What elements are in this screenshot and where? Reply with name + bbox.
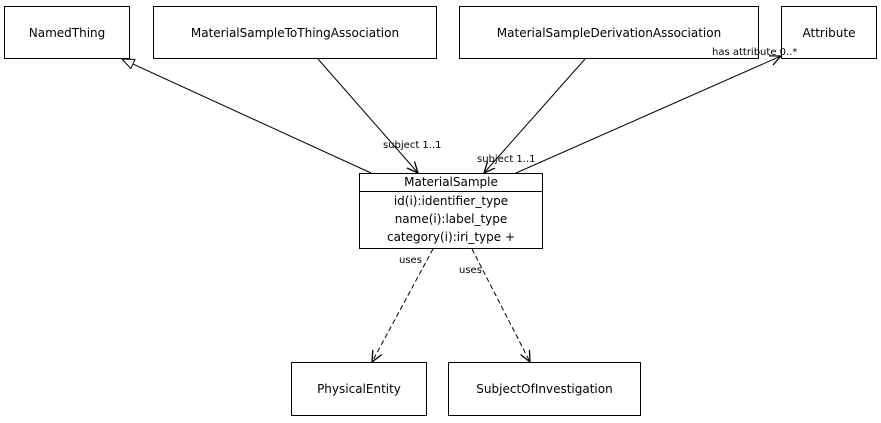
uses-edge-subject-of-investigation [471, 248, 531, 364]
edge-label-subject-derivation: subject 1..1 [477, 154, 536, 165]
class-physical-entity: PhysicalEntity [291, 362, 427, 416]
class-attribute-id: id(i):identifier_type [393, 194, 509, 208]
class-attribute-name: name(i):label_type [394, 212, 508, 226]
edge-label-has-attribute: has attribute 0..* [712, 47, 798, 58]
edge-label-uses-physical: uses [399, 255, 422, 266]
uses-edge-physical-entity [371, 248, 434, 364]
class-material-sample-title: MaterialSample [360, 174, 542, 192]
class-named-thing: NamedThing [4, 6, 130, 59]
subject-edge-derivation [482, 58, 586, 175]
class-derivation-assoc-label: MaterialSampleDerivationAssociation [496, 25, 722, 40]
class-to-thing-assoc-label: MaterialSampleToThingAssociation [190, 25, 400, 40]
has-attribute-edge [515, 55, 783, 174]
subject-edge-to-thing [317, 58, 420, 175]
edge-label-subject-to-thing: subject 1..1 [383, 140, 442, 151]
class-material-sample-to-thing-association: MaterialSampleToThingAssociation [153, 6, 437, 59]
inheritance-edge-named-thing [122, 59, 372, 174]
class-subject-of-investigation-label: SubjectOfInvestigation [476, 382, 613, 396]
edge-label-uses-subject: uses [459, 265, 482, 276]
class-material-sample-derivation-association: MaterialSampleDerivationAssociation [459, 6, 759, 59]
class-physical-entity-label: PhysicalEntity [317, 382, 401, 396]
class-subject-of-investigation: SubjectOfInvestigation [448, 362, 641, 416]
class-material-sample: MaterialSample id(i):identifier_type nam… [359, 173, 543, 249]
class-attribute-label: Attribute [802, 25, 856, 40]
class-attribute-category: category(i):iri_type + [386, 230, 516, 244]
class-attribute: Attribute [781, 6, 877, 59]
class-named-thing-label: NamedThing [28, 25, 106, 40]
